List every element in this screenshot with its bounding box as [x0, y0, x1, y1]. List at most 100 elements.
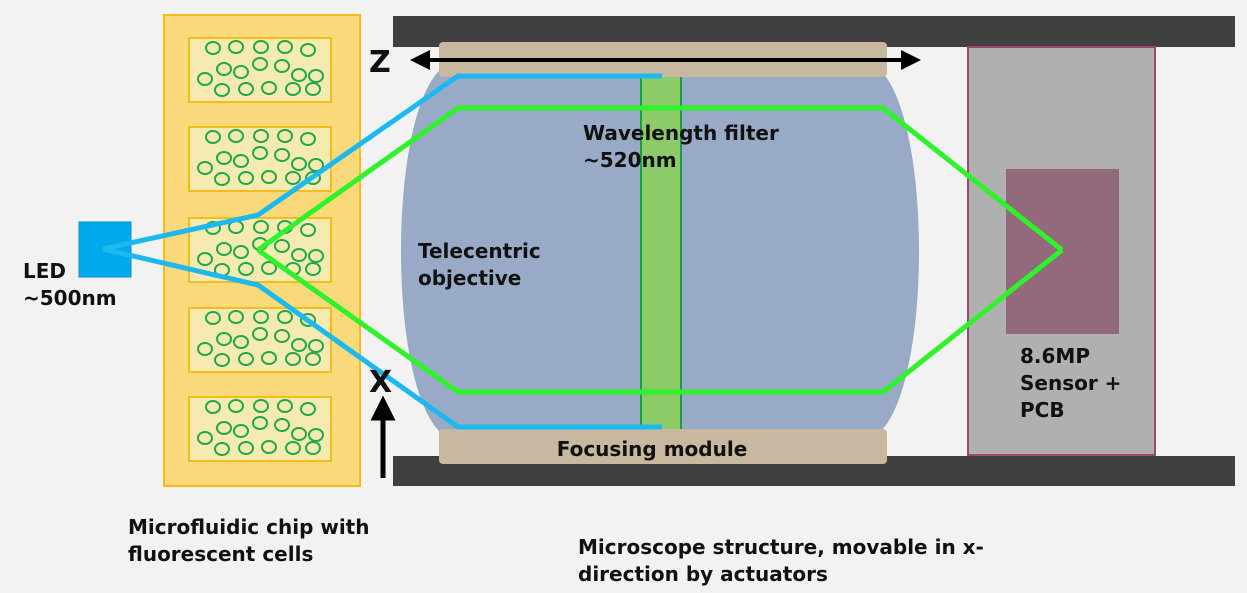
fluorescent-cell: [300, 223, 316, 237]
sensor-label-line3: PCB: [1020, 398, 1065, 422]
fluorescent-cell: [277, 40, 293, 54]
fluorescent-cell: [252, 416, 268, 430]
fluorescent-cell: [291, 68, 307, 82]
focusing-module: [439, 429, 887, 464]
fluorescent-cell: [228, 399, 244, 413]
fluorescent-cell: [274, 59, 290, 73]
fluorescent-cell: [238, 262, 254, 276]
led-label-line2: ~500nm: [23, 286, 117, 310]
fluorescent-cell: [285, 352, 301, 366]
fluorescent-cell: [305, 441, 321, 455]
fluorescent-cell: [300, 43, 316, 57]
fluorescent-cell: [285, 441, 301, 455]
fluorescent-cell: [233, 154, 249, 168]
fluorescent-cell: [253, 129, 269, 143]
fluorescent-cell: [205, 41, 221, 55]
fluorescent-cell: [228, 40, 244, 54]
fluorescent-cell: [277, 399, 293, 413]
fluorescent-cell: [205, 400, 221, 414]
fluorescent-cell: [300, 313, 316, 327]
fluorescent-cell: [308, 428, 324, 442]
axis-z-label: Z: [369, 45, 391, 80]
fluorescent-cell: [216, 421, 232, 435]
fluorescent-cell: [197, 431, 213, 445]
frame-top-bar: [393, 16, 1235, 47]
fluorescent-cell: [305, 352, 321, 366]
fluorescent-cell: [216, 62, 232, 76]
fluorescent-cell: [233, 245, 249, 259]
objective-label-line1: Telecentric: [418, 239, 541, 263]
fluorescent-cell: [274, 239, 290, 253]
led-source: [78, 221, 132, 278]
fluorescent-cell: [216, 242, 232, 256]
fluorescent-cell: [305, 82, 321, 96]
fluorescent-cell: [238, 82, 254, 96]
fluorescent-cell: [291, 427, 307, 441]
fluorescent-cell: [274, 418, 290, 432]
fluorescent-cell: [261, 170, 277, 184]
structure-caption-line2: direction by actuators: [578, 562, 828, 586]
fluorescent-cell: [308, 69, 324, 83]
fluorescent-cell: [214, 353, 230, 367]
fluorescent-cell: [253, 220, 269, 234]
fluorescent-cell: [233, 65, 249, 79]
fluorescent-cell: [197, 72, 213, 86]
fluorescent-cell: [261, 351, 277, 365]
chip-caption-line2: fluorescent cells: [128, 542, 313, 566]
fluorescent-cell: [216, 332, 232, 346]
fluorescent-cell: [214, 172, 230, 186]
led-label-line1: LED: [23, 259, 66, 283]
fluorescent-cell: [197, 252, 213, 266]
fluorescent-cell: [216, 151, 232, 165]
cell-chambers: [188, 37, 332, 462]
fluorescent-cell: [205, 311, 221, 325]
fluorescent-cell: [233, 424, 249, 438]
filter-label-line2: ~520nm: [583, 148, 677, 172]
fluorescent-cell: [291, 338, 307, 352]
chip-caption-line1: Microfluidic chip with: [128, 515, 369, 539]
emission-ray-upper: [256, 105, 1064, 253]
fluorescent-cell: [261, 261, 277, 275]
sensor-label-line1: 8.6MP: [1020, 344, 1090, 368]
fluorescent-cell: [261, 440, 277, 454]
filter-label-line1: Wavelength filter: [583, 121, 779, 145]
fluorescent-cell: [274, 148, 290, 162]
fluorescent-cell: [308, 249, 324, 263]
fluorescent-cell: [228, 310, 244, 324]
excitation-ray-upper: [102, 73, 662, 252]
fluorescent-cell: [252, 146, 268, 160]
fluorescent-cell: [253, 40, 269, 54]
fluorescent-cell: [305, 262, 321, 276]
focusing-module-label: Focusing module: [557, 437, 748, 461]
fluorescent-cell: [277, 310, 293, 324]
excitation-ray-lower: [102, 246, 662, 430]
fluorescent-cell: [214, 442, 230, 456]
fluorescent-cell: [291, 248, 307, 262]
fluorescent-cell: [197, 161, 213, 175]
fluorescent-cell: [253, 399, 269, 413]
fluorescent-cell: [291, 157, 307, 171]
fluorescent-cell: [285, 171, 301, 185]
fluorescent-cell: [238, 352, 254, 366]
fluorescent-cell: [253, 310, 269, 324]
fluorescent-cell: [238, 441, 254, 455]
fluorescent-cell: [252, 57, 268, 71]
fluorescent-cell: [197, 342, 213, 356]
emission-ray-lower: [256, 247, 1064, 395]
sensor-label-line2: Sensor +: [1020, 371, 1121, 395]
fluorescent-cell: [308, 339, 324, 353]
fluorescent-cell: [305, 171, 321, 185]
fluorescent-cell: [308, 158, 324, 172]
fluorescent-cell: [300, 402, 316, 416]
axis-x-label: X: [369, 365, 392, 400]
fluorescent-cell: [261, 81, 277, 95]
fluorescent-cell: [274, 329, 290, 343]
fluorescent-cell: [300, 132, 316, 146]
fluorescent-cell: [233, 335, 249, 349]
fluorescent-cell: [205, 130, 221, 144]
fluorescent-cell: [285, 82, 301, 96]
sensor-housing: [967, 46, 1156, 456]
fluorescent-cell: [238, 171, 254, 185]
structure-caption-line1: Microscope structure, movable in x-: [578, 535, 984, 559]
